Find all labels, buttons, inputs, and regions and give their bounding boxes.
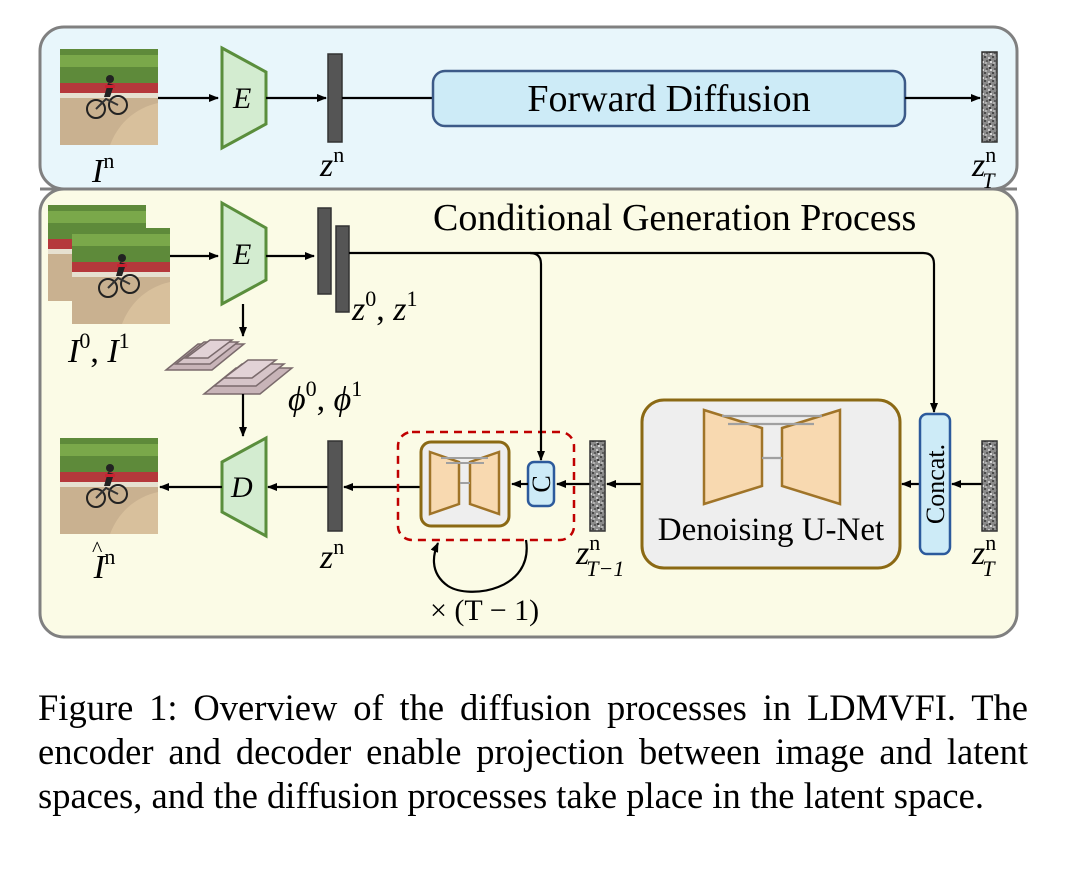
loop-label: × (T − 1)	[430, 594, 539, 627]
latent-label-zn-top: zn	[319, 142, 344, 184]
encoder-label-top: E	[232, 82, 251, 115]
input-image-in	[60, 49, 158, 145]
feature-maps	[163, 339, 295, 395]
features-label: ϕ0, ϕ1	[288, 376, 362, 418]
output-label: I^n	[92, 536, 115, 586]
decoder-label: D	[230, 471, 253, 504]
mini-unet-decoder	[468, 450, 501, 516]
noisy-latent-bar-input	[981, 440, 998, 532]
input-label-in: In	[91, 148, 114, 190]
concat-block	[918, 412, 952, 556]
concat-block-label: Concat.	[921, 444, 950, 524]
latent-bar-zn-bottom	[327, 440, 343, 532]
loop-arrow	[430, 539, 528, 593]
latent-bar-z0	[317, 207, 332, 295]
forward-diffusion-label: Forward Diffusion	[527, 78, 810, 120]
latents-label: z0, z1	[351, 286, 417, 328]
unet-encoder-block	[702, 408, 764, 506]
noisy-latent-bar-step	[589, 440, 606, 532]
mini-unet-encoder	[428, 450, 461, 516]
unet-label: Denoising U-Net	[658, 512, 884, 548]
iteration-dashed-box	[396, 430, 576, 542]
input-frame-i1	[72, 228, 170, 324]
generation-title: Conditional Generation Process	[433, 197, 916, 239]
arrow-latents-to-concat	[530, 251, 938, 413]
concat-c-label: C	[527, 475, 556, 492]
latent-label-zn-bottom: zn	[319, 534, 344, 576]
input-frames-label: I0, I1	[67, 328, 130, 370]
encoder-bottom	[220, 200, 268, 307]
decoder	[220, 435, 268, 539]
encoder-top	[220, 45, 268, 151]
figure-caption: Figure 1: Overview of the diffusion proc…	[38, 687, 1028, 816]
output-image	[60, 438, 158, 534]
latent-bar-z1	[335, 225, 350, 313]
noisy-latent-bar-top	[981, 51, 998, 143]
latent-bar-zn-top	[327, 53, 343, 143]
encoder-label-bottom: E	[232, 238, 251, 271]
